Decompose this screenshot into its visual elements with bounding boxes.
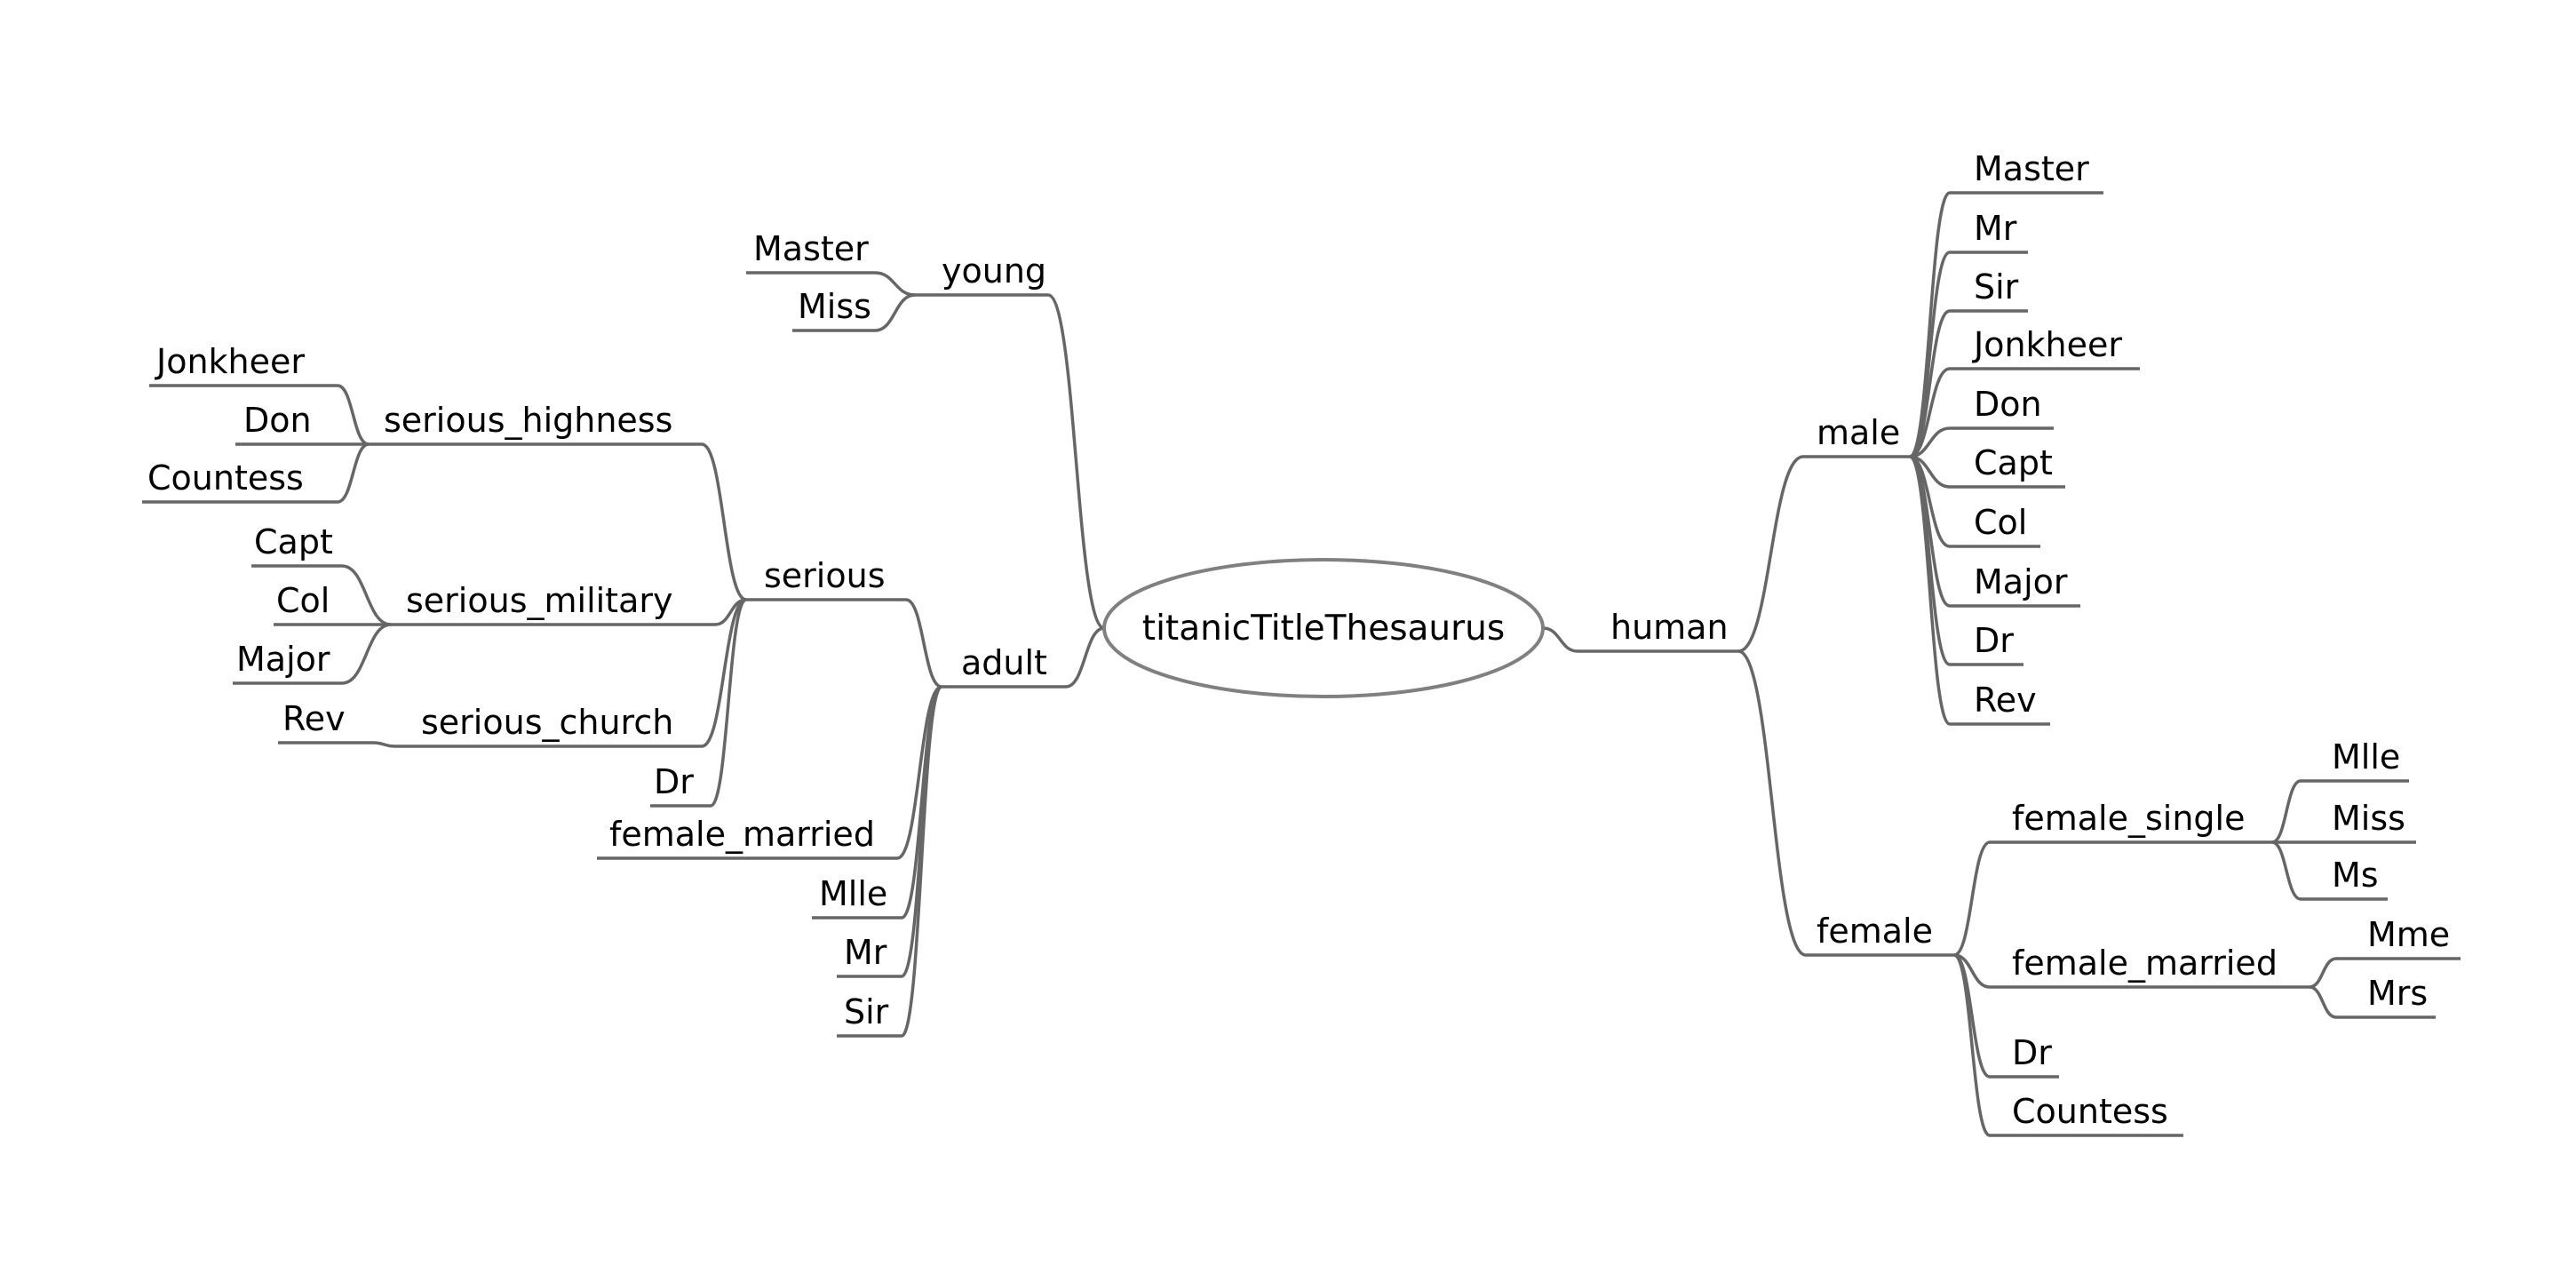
node-label-female-married[interactable]: female_married (2012, 944, 2278, 983)
node-label-m-jonkheer[interactable]: Jonkheer (1972, 325, 2122, 364)
node-label-sm-col[interactable]: Col (276, 581, 330, 620)
node-label-adult-mlle[interactable]: Mlle (819, 874, 887, 913)
adult-mr-connector (901, 685, 942, 978)
sc-rev-connector (372, 741, 396, 748)
node-label-young-master[interactable]: Master (753, 229, 869, 268)
m-sir-connector (1909, 309, 1951, 458)
node-label-serious[interactable]: serious (764, 556, 886, 595)
node-label-female[interactable]: female (1817, 912, 1933, 951)
f-countess-connector (1953, 953, 1991, 1137)
young-connector (1047, 293, 1105, 630)
node-label-serious-highness[interactable]: serious_highness (384, 401, 672, 440)
female-single-connector (1953, 840, 1991, 957)
fm-mme-connector (2309, 957, 2337, 989)
node-label-adult[interactable]: adult (961, 643, 1047, 682)
node-label-f-dr[interactable]: Dr (2012, 1033, 2052, 1072)
node-label-fs-ms[interactable]: Ms (2332, 856, 2379, 895)
root-label: titanicTitleThesaurus (1142, 609, 1505, 649)
node-label-m-capt[interactable]: Capt (1974, 443, 2053, 482)
node-label-sh-don[interactable]: Don (243, 401, 312, 440)
female-connector (1737, 649, 1807, 957)
node-label-adult-mr[interactable]: Mr (844, 933, 887, 972)
male-connector (1737, 455, 1804, 653)
node-label-serious-dr[interactable]: Dr (654, 762, 694, 801)
node-label-sh-countess[interactable]: Countess (147, 458, 304, 498)
edges-layer (142, 191, 2461, 1137)
fs-ms-connector (2271, 840, 2302, 901)
node-label-m-mr[interactable]: Mr (1974, 209, 2017, 248)
node-label-m-col[interactable]: Col (1974, 503, 2027, 542)
node-label-human[interactable]: human (1610, 608, 1729, 647)
node-label-sm-capt[interactable]: Capt (254, 522, 333, 561)
node-label-m-master[interactable]: Master (1974, 149, 2089, 188)
node-label-m-major[interactable]: Major (1974, 562, 2068, 601)
m-rev-connector (1909, 455, 1951, 726)
node-label-f-countess[interactable]: Countess (2012, 1092, 2168, 1131)
node-label-adult-sir[interactable]: Sir (844, 992, 889, 1031)
node-label-male[interactable]: male (1817, 413, 1900, 452)
m-jonkheer-connector (1909, 367, 1951, 458)
node-label-fm-mme[interactable]: Mme (2367, 915, 2450, 954)
adult-sir-connector (900, 685, 943, 1038)
root-ellipse[interactable] (1102, 558, 1545, 698)
adult-female-married-connector (896, 685, 942, 860)
sm-major-connector (341, 623, 392, 685)
node-label-m-don[interactable]: Don (1974, 385, 2042, 424)
node-label-m-rev[interactable]: Rev (1974, 681, 2037, 720)
young-miss-connector (874, 293, 916, 332)
serious-connector (905, 598, 942, 689)
serious-dr-connector (710, 598, 747, 808)
sh-countess-connector (337, 442, 370, 504)
node-label-female-single[interactable]: female_single (2012, 799, 2246, 838)
m-mr-connector (1909, 251, 1951, 458)
sm-capt-connector (341, 564, 392, 626)
node-label-serious-military[interactable]: serious_military (406, 581, 672, 620)
node-label-sh-jonkheer[interactable]: Jonkheer (155, 342, 305, 381)
root-node[interactable]: titanicTitleThesaurus (1102, 558, 1545, 698)
node-label-serious-church[interactable]: serious_church (421, 703, 673, 742)
adult-connector (1065, 626, 1105, 689)
node-label-m-sir[interactable]: Sir (1974, 267, 2019, 307)
node-label-young-miss[interactable]: Miss (798, 287, 871, 326)
fs-mlle-connector (2271, 779, 2302, 844)
node-label-sm-major[interactable]: Major (236, 640, 330, 679)
serious-highness-connector (701, 442, 747, 601)
human-connector (1542, 626, 1578, 653)
node-label-sc-rev[interactable]: Rev (282, 699, 346, 738)
node-label-fs-mlle[interactable]: Mlle (2332, 737, 2400, 776)
node-label-adult-female-married[interactable]: female_married (609, 815, 875, 854)
young-master-connector (874, 271, 916, 297)
node-label-young[interactable]: young (942, 251, 1046, 291)
fm-mrs-connector (2309, 985, 2337, 1019)
node-label-fs-miss[interactable]: Miss (2332, 799, 2405, 838)
node-label-fm-mrs[interactable]: Mrs (2367, 974, 2428, 1013)
serious-church-connector (701, 598, 747, 748)
m-dr-connector (1909, 455, 1951, 666)
sh-jonkheer-connector (337, 384, 370, 446)
node-label-m-dr[interactable]: Dr (1974, 621, 2014, 660)
